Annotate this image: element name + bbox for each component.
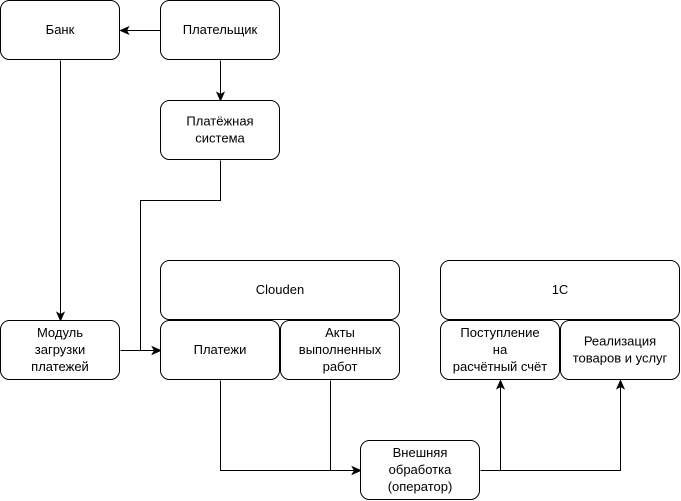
node-label-line: (оператор) [388, 479, 453, 494]
node-label-line: на [493, 342, 508, 357]
edge-external-processing-to-sales [480, 379, 626, 471]
node-box[interactable] [360, 440, 480, 500]
arrowhead-icon [351, 465, 362, 476]
node-label-line: платежей [31, 359, 89, 374]
arrowhead-icon [119, 25, 130, 36]
edges-layer [55, 25, 626, 476]
node-clouden[interactable]: Clouden [160, 260, 400, 320]
node-label-line: Поступление [460, 325, 539, 340]
node-label-line: Платежи [194, 342, 247, 357]
node-box[interactable] [440, 320, 560, 380]
node-label-line: Модуль [37, 325, 83, 340]
arrowhead-icon [151, 345, 162, 356]
node-receipt[interactable]: Поступление на расчётный счёт [440, 320, 560, 380]
edge-external-processing-to-receipt [480, 379, 506, 471]
edge-payments-to-external-processing [220, 380, 362, 476]
node-box[interactable] [0, 320, 120, 380]
node-box[interactable] [0, 0, 120, 60]
node-label-line: Банк [46, 22, 75, 37]
node-box[interactable] [160, 260, 400, 320]
node-acts[interactable]: Акты выполненных работ [280, 320, 400, 380]
node-label-line: загрузки [35, 342, 85, 357]
edge-line [480, 386, 501, 471]
arrowhead-icon [55, 311, 66, 322]
node-box[interactable] [440, 260, 680, 320]
node-bank[interactable]: Банк [0, 0, 120, 60]
arrowhead-icon [495, 379, 506, 390]
arrowhead-icon [215, 91, 226, 102]
edge-line [220, 380, 355, 471]
node-label-line: 1С [552, 282, 569, 297]
arrowhead-icon [615, 379, 626, 390]
node-box[interactable] [560, 320, 680, 380]
edge-payer-to-bank [119, 25, 161, 36]
node-label-line: Плательщик [183, 22, 258, 37]
edge-payer-to-payment-system [215, 60, 226, 102]
node-box[interactable] [160, 320, 280, 380]
node-label-line: расчётный счёт [453, 359, 548, 374]
node-label-line: Внешняя [393, 445, 448, 460]
edge-acts-to-external-processing [330, 380, 362, 476]
node-label-line: Платёжная [186, 113, 253, 128]
node-payment-system[interactable]: Платёжная система [160, 100, 280, 160]
node-payments[interactable]: Платежи [160, 320, 280, 380]
node-label-line: Реализация [584, 333, 656, 348]
node-label-line: Clouden [256, 282, 304, 297]
node-label-line: Акты [325, 325, 355, 340]
node-label-line: работ [323, 359, 358, 374]
edge-line [480, 386, 621, 471]
edge-line [330, 380, 355, 471]
node-label-line: выполненных [299, 342, 382, 357]
node-label-line: товаров и услуг [573, 350, 668, 365]
edge-bank-to-upload-module [55, 60, 66, 322]
node-label-line: система [195, 130, 245, 145]
node-sales[interactable]: Реализация товаров и услуг [560, 320, 680, 380]
node-payer[interactable]: Плательщик [160, 0, 280, 60]
node-label-line: обработка [389, 462, 452, 477]
edge-upload-module-to-payments [120, 345, 162, 356]
node-box[interactable] [280, 320, 400, 380]
node-box[interactable] [160, 100, 280, 160]
node-external-processing[interactable]: Внешняя обработка (оператор) [360, 440, 480, 500]
node-upload-module[interactable]: Модуль загрузки платежей [0, 320, 120, 380]
node-onec[interactable]: 1С [440, 260, 680, 320]
node-box[interactable] [160, 0, 280, 60]
